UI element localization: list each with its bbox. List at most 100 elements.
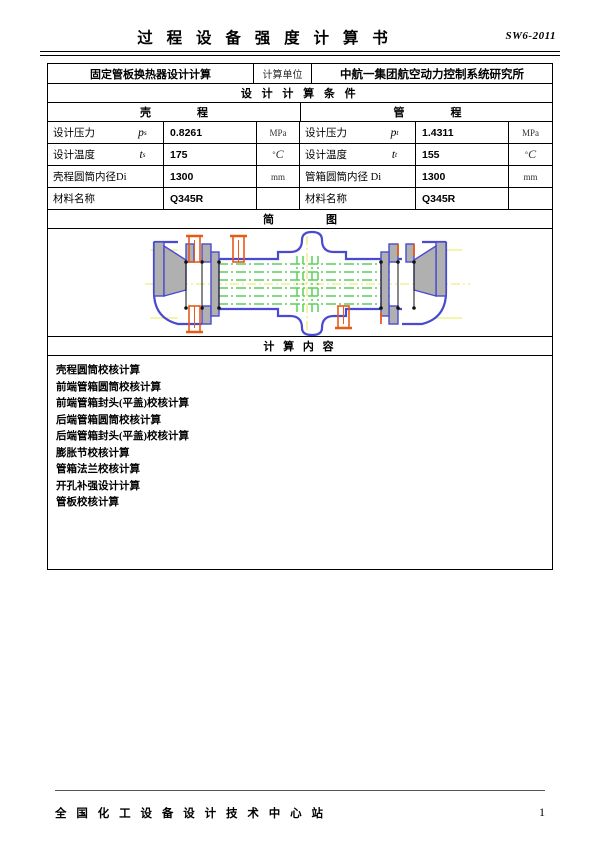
table-row-diagram-header: 简 图	[48, 210, 552, 229]
left-flange-icon	[185, 242, 195, 263]
nozzle-top-mid-icon	[230, 234, 247, 263]
table-row-material: 材料名称 Q345R 材料名称 Q345R	[48, 188, 552, 210]
table-row-inner-diameter: 壳程圆筒内径Di 1300 mm 管箱圆筒内径 Di 1300 mm	[48, 166, 552, 188]
calc-item[interactable]: 壳程圆筒校核计算	[56, 365, 140, 376]
shell-top-contour-icon	[202, 230, 402, 260]
symbol-subscript: s	[142, 150, 146, 159]
right-tubesheet-flange-icon	[388, 242, 399, 263]
table-row-calc-content-header: 计 算 内 容	[48, 337, 552, 356]
shell-diameter-label: 壳程圆筒内径Di	[48, 166, 164, 187]
header-divider-line-top	[40, 51, 560, 52]
symbol-subscript: t	[395, 150, 398, 159]
tube-material-unit	[509, 188, 552, 209]
dimension-point-icon	[200, 259, 204, 264]
unit-letter: C	[275, 147, 284, 161]
header-divider-line-bottom	[40, 55, 560, 56]
shell-side-header-right: 程	[197, 107, 208, 119]
tube-diameter-label: 管箱圆筒内径 Di	[300, 166, 416, 187]
left-head-group	[152, 240, 221, 325]
dimension-point-icon	[217, 259, 221, 264]
calculation-sheet-table: 固定管板换热器设计计算 计算单位 中航一集团航空动力控制系统研究所 设 计 计 …	[47, 63, 553, 570]
shell-material-unit	[257, 188, 300, 209]
document-standard-code: SW6-2011	[505, 30, 556, 42]
dimension-point-icon	[184, 305, 188, 310]
table-row-side-headers: 壳 程 管 程	[48, 103, 552, 122]
tube-side-header: 管 程	[301, 103, 554, 121]
degree-icon: °	[272, 150, 276, 159]
tube-pressure-value[interactable]: 1.4311	[416, 122, 509, 143]
shell-material-value[interactable]: Q345R	[164, 188, 257, 209]
shell-temperature-unit: °C	[257, 144, 300, 165]
footer-page-number: 1	[539, 805, 545, 819]
shell-side-header-left: 壳	[140, 107, 151, 119]
symbol-subscript: s	[143, 128, 147, 137]
nozzles-group	[186, 234, 415, 333]
calc-item[interactable]: 前端管箱封头(平盖)校核计算	[56, 398, 189, 409]
shell-pressure-label: 设计压力	[53, 128, 95, 139]
right-flange-icon	[405, 242, 415, 263]
nozzle-top-right-icon	[397, 243, 415, 256]
tube-pressure-unit: MPa	[521, 127, 539, 138]
footer-divider-line	[55, 790, 545, 791]
shell-material-label: 材料名称	[48, 188, 164, 209]
calc-item[interactable]: 管板校核计算	[56, 497, 119, 508]
design-conditions-header: 设 计 计 算 条 件	[240, 88, 360, 100]
left-head-transition-icon	[163, 244, 187, 297]
calc-item[interactable]: 膨胀节校核计算	[56, 447, 130, 459]
dimension-point-icon	[200, 305, 204, 310]
shell-temperature-value[interactable]: 175	[164, 144, 257, 165]
symbol-base: p	[390, 126, 397, 139]
document-title: 过 程 设 备 强 度 计 算 书	[137, 30, 393, 47]
table-row-diagram-body	[48, 229, 552, 337]
dimension-point-icon	[412, 259, 416, 264]
degree-icon: °	[524, 150, 529, 159]
nozzle-bottom-mid-icon	[335, 304, 352, 329]
shell-temperature-label: 设计温度	[53, 150, 95, 161]
symbol-base: p	[138, 126, 144, 139]
table-row-calc-content-body: 壳程圆筒校核计算 前端管箱圆筒校核计算 前端管箱封头(平盖)校核计算 后端管箱圆…	[48, 356, 552, 569]
tube-material-value[interactable]: Q345R	[416, 188, 509, 209]
diagram-header-right: 图	[326, 214, 337, 226]
symbol-base: t	[139, 148, 143, 161]
tube-bundle-group	[218, 255, 390, 312]
table-row-conditions-header: 设 计 计 算 条 件	[48, 84, 552, 103]
tube-diameter-value[interactable]: 1300	[416, 166, 509, 187]
dimension-point-icon	[396, 259, 400, 264]
calc-items-list: 壳程圆筒校核计算 前端管箱圆筒校核计算 前端管箱封头(平盖)校核计算 后端管箱圆…	[48, 356, 552, 569]
tube-temperature-value[interactable]: 155	[416, 144, 509, 165]
calc-content-header: 计 算 内 容	[263, 341, 337, 353]
nozzle-bottom-left-icon	[186, 304, 203, 333]
diagram-header-left: 简	[263, 214, 274, 226]
shell-diameter-unit: mm	[257, 166, 300, 187]
shell-side-header: 壳 程	[48, 103, 301, 121]
tube-material-label: 材料名称	[300, 188, 416, 209]
calc-item[interactable]: 开孔补强设计计算	[56, 480, 140, 492]
calc-item[interactable]: 后端管箱圆筒校核计算	[56, 414, 161, 426]
tube-side-header-right: 程	[450, 107, 462, 119]
calc-item[interactable]: 前端管箱圆筒校核计算	[56, 381, 161, 393]
shell-body-group	[202, 230, 402, 336]
left-cover-plate-icon	[153, 240, 165, 297]
equipment-schematic-container	[48, 229, 552, 336]
calc-item[interactable]: 后端管箱封头(平盖)校核计算	[56, 431, 189, 442]
shell-bottom-contour-icon	[202, 307, 402, 336]
tube-diameter-unit: mm	[523, 171, 538, 182]
page-header: 过 程 设 备 强 度 计 算 书 SW6-2011	[40, 26, 560, 52]
shell-diameter-value[interactable]: 1300	[164, 166, 257, 187]
calc-item[interactable]: 管箱法兰校核计算	[56, 464, 140, 475]
right-head-transition-icon	[413, 244, 437, 297]
shell-pressure-value[interactable]: 0.8261	[164, 122, 257, 143]
right-cover-plate-icon	[435, 240, 447, 297]
company-name: 中航一集团航空动力控制系统研究所	[340, 68, 524, 81]
dimension-point-icon	[379, 259, 383, 264]
dimension-point-icon	[379, 305, 383, 310]
footer-organization: 全 国 化 工 设 备 设 计 技 术 中 心 站	[55, 808, 327, 820]
tube-pressure-label: 设计压力	[305, 128, 347, 139]
dimension-point-icon	[217, 305, 221, 310]
